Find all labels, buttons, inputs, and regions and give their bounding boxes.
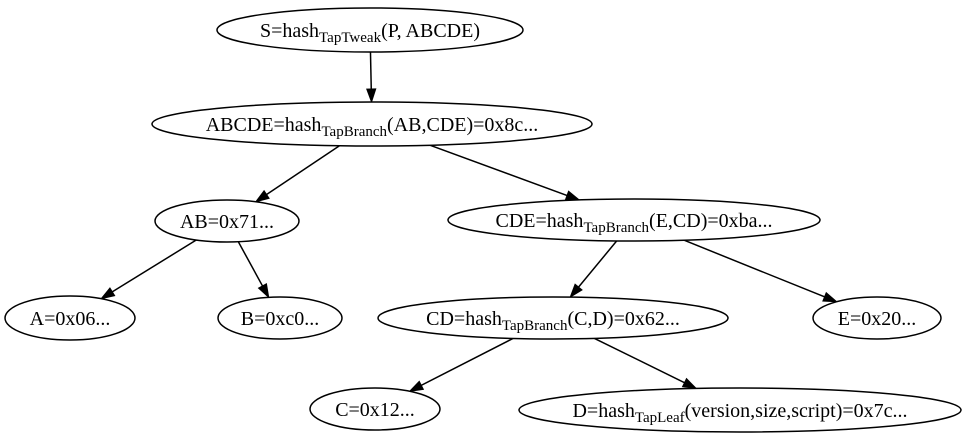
arrowhead-icon: [254, 189, 270, 203]
node-label-ABCDE: ABCDE=hashTapBranch(AB,CDE)=0x8c...: [206, 114, 539, 140]
node-B: B=0xc0...: [217, 296, 343, 340]
arrowhead-icon: [681, 377, 698, 390]
node-CD: CD=hashTapBranch(C,D)=0x62...: [377, 296, 729, 340]
edge-CD-C: [408, 337, 514, 392]
node-label-S: S=hashTapTweak(P, ABCDE): [260, 20, 480, 46]
edge-CDE-CD: [569, 240, 618, 299]
arrowhead-icon: [257, 283, 270, 299]
arrowhead-icon: [366, 88, 377, 104]
node-ellipse-AB: [154, 199, 300, 243]
node-ellipse-E: [812, 296, 942, 340]
node-ellipse-ABCDE: [151, 101, 593, 147]
arrowhead-icon: [99, 287, 116, 300]
edge-line-CDE-CD: [576, 240, 618, 290]
node-label-C: C=0x12...: [335, 399, 415, 421]
edge-line-AB-B: [237, 241, 265, 289]
node-label-E: E=0x20...: [838, 308, 917, 330]
node-label-CDE: CDE=hashTapBranch(E,CD)=0xba...: [495, 210, 772, 236]
edge-CD-D: [594, 337, 698, 390]
node-label-A: A=0x06...: [30, 308, 111, 330]
node-A: A=0x06...: [4, 295, 136, 341]
edge-CDE-E: [683, 239, 839, 303]
node-ellipse-D: [518, 387, 962, 433]
edge-line-AB-A: [110, 239, 197, 294]
node-label-B: B=0xc0...: [241, 308, 320, 330]
edge-line-S-ABCDE: [369, 51, 373, 92]
edge-line-ABCDE-AB: [264, 145, 340, 197]
edge-line-CD-D: [594, 337, 687, 385]
node-S: S=hashTapTweak(P, ABCDE): [216, 7, 524, 53]
node-ellipse-A: [4, 295, 136, 341]
edge-ABCDE-AB: [254, 145, 340, 203]
node-C: C=0x12...: [309, 387, 441, 431]
node-E: E=0x20...: [812, 296, 942, 340]
arrowhead-icon: [408, 380, 425, 392]
edge-ABCDE-CDE: [429, 144, 581, 201]
node-ellipse-S: [216, 7, 524, 53]
node-ellipse-C: [309, 387, 441, 431]
arrowhead-icon: [564, 190, 581, 201]
edge-line-ABCDE-CDE: [429, 144, 570, 197]
node-AB: AB=0x71...: [154, 199, 300, 243]
edge-AB-B: [237, 241, 270, 299]
node-label-CD: CD=hashTapBranch(C,D)=0x62...: [426, 308, 680, 334]
node-ABCDE: ABCDE=hashTapBranch(AB,CDE)=0x8c...: [151, 101, 593, 147]
node-CDE: CDE=hashTapBranch(E,CD)=0xba...: [447, 198, 821, 242]
edge-AB-A: [99, 239, 197, 300]
node-label-D: D=hashTapLeaf(version,size,script)=0x7c.…: [572, 400, 907, 426]
node-ellipse-CD: [377, 296, 729, 340]
arrowhead-icon: [822, 291, 839, 303]
node-ellipse-B: [217, 296, 343, 340]
edge-line-CDE-E: [683, 239, 827, 299]
arrowhead-icon: [569, 283, 583, 299]
edge-S-ABCDE: [366, 51, 377, 104]
node-label-AB: AB=0x71...: [180, 211, 274, 233]
node-D: D=hashTapLeaf(version,size,script)=0x7c.…: [518, 387, 962, 433]
edge-line-CD-C: [419, 337, 514, 387]
node-ellipse-CDE: [447, 198, 821, 242]
